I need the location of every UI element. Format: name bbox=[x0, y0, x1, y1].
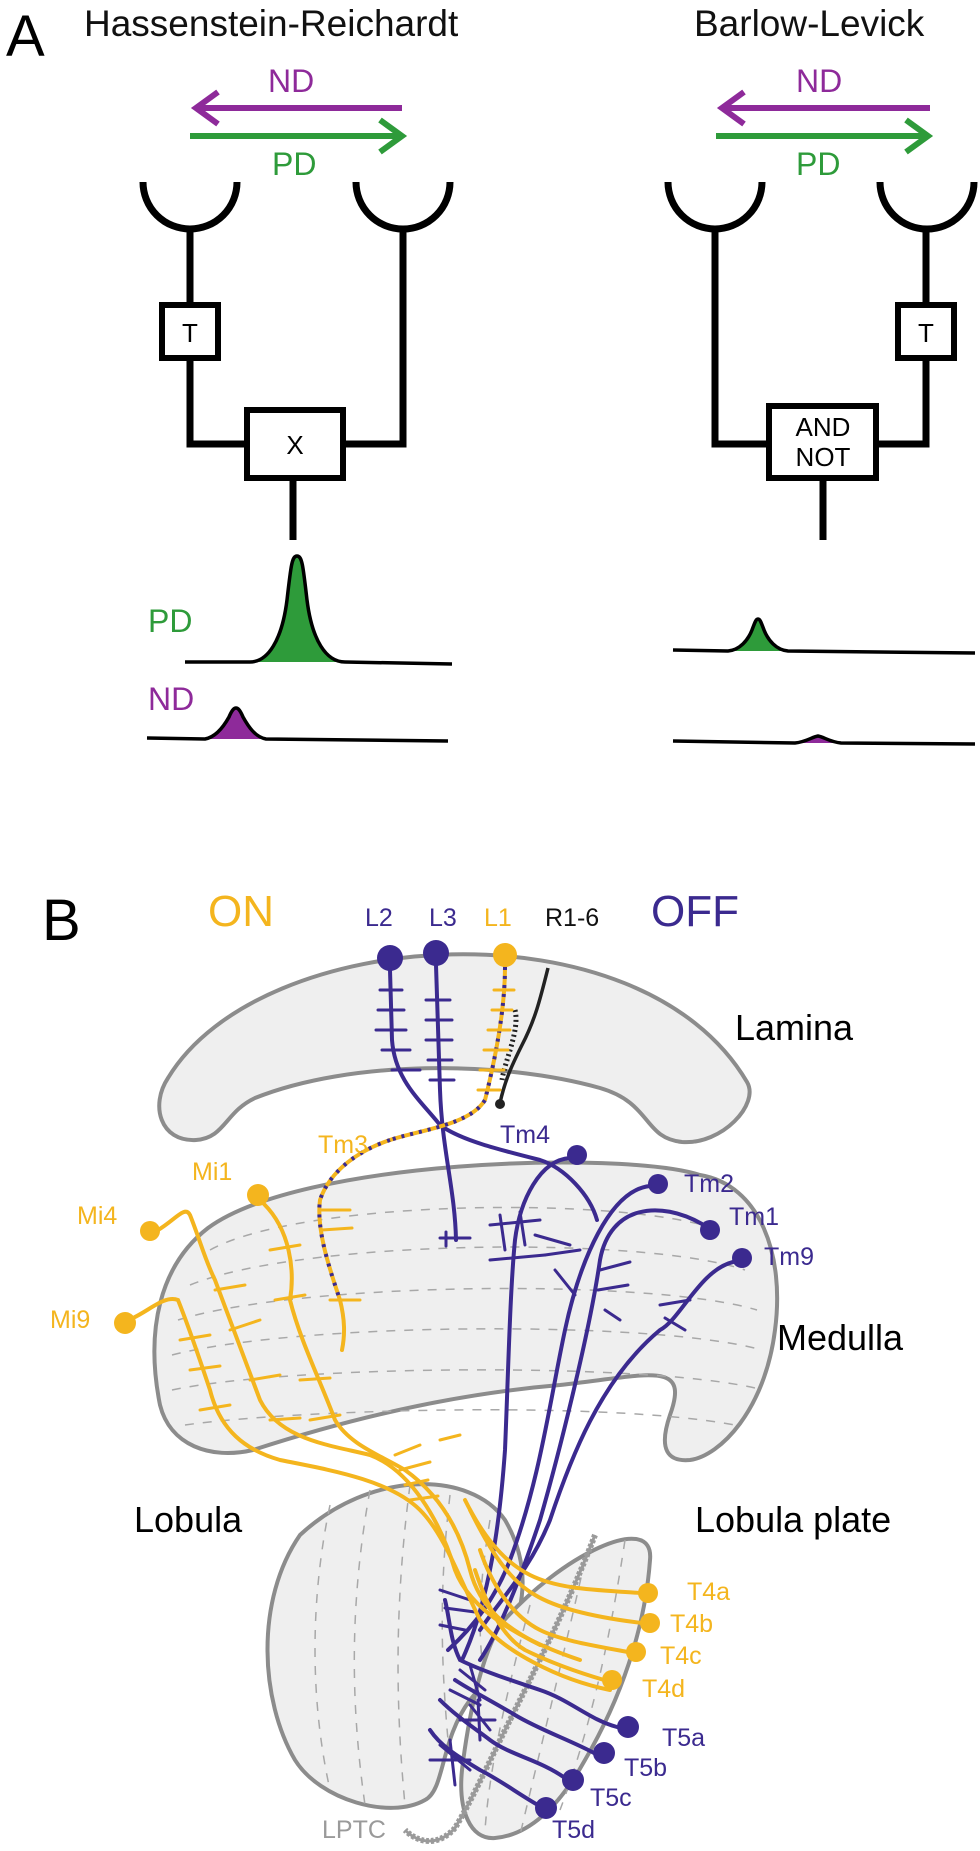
off-label: OFF bbox=[651, 887, 739, 936]
bl-right-receptor bbox=[876, 181, 978, 233]
tm9-neuron bbox=[478, 1248, 752, 1632]
hr-pd-response-trace bbox=[185, 554, 453, 666]
bl-pd-arrow bbox=[716, 117, 934, 155]
t5d-neuron bbox=[428, 1728, 557, 1819]
mi9-neuron bbox=[114, 1297, 612, 1692]
hassenstein-reichardt-model: Hassenstein-Reichardt ND PD T bbox=[84, 3, 459, 743]
panel-b: B ON OFF bbox=[42, 887, 904, 1844]
lamina-label: Lamina bbox=[735, 1007, 854, 1048]
on-neurons bbox=[114, 943, 660, 1692]
l1-neuron bbox=[388, 943, 517, 1142]
t5b-neuron bbox=[448, 1663, 615, 1764]
bl-pd-response-peak bbox=[728, 619, 788, 651]
bl-right-wire bbox=[876, 229, 930, 448]
l3-neuron bbox=[423, 940, 472, 1248]
bl-pd-response-trace bbox=[672, 617, 976, 655]
hr-nd-response-trace bbox=[146, 706, 449, 743]
tm2-label: Tm2 bbox=[684, 1170, 734, 1198]
on-label: ON bbox=[208, 887, 274, 936]
bl-left-receptor bbox=[664, 181, 766, 233]
bl-nd-response-trace bbox=[672, 734, 976, 746]
bl-operator-line2: NOT bbox=[796, 442, 851, 472]
t5b-label: T5b bbox=[624, 1754, 667, 1782]
mi9-label: Mi9 bbox=[50, 1306, 90, 1334]
l1-label: L1 bbox=[484, 904, 512, 932]
bl-pd-label: PD bbox=[796, 146, 840, 182]
t5c-label: T5c bbox=[590, 1784, 632, 1812]
hr-pd-response-label: PD bbox=[148, 603, 192, 639]
bl-nd-label: ND bbox=[796, 63, 842, 99]
t4c-neuron bbox=[478, 1548, 646, 1662]
mi1-label: Mi1 bbox=[192, 1158, 232, 1186]
tm3-neuron bbox=[317, 1138, 392, 1352]
hr-delay-label: T bbox=[182, 318, 198, 348]
bl-delay-box bbox=[895, 302, 957, 361]
tm1-label: Tm1 bbox=[729, 1203, 779, 1231]
lobula-plate-label: Lobula plate bbox=[695, 1499, 891, 1540]
t4b-label: T4b bbox=[670, 1610, 713, 1638]
l3-label: L3 bbox=[429, 904, 457, 932]
t5d-label: T5d bbox=[552, 1816, 595, 1844]
bl-operator-line1: AND bbox=[796, 412, 851, 442]
panel-a: A Hassenstein-Reichardt ND PD bbox=[6, 3, 978, 746]
off-neurons bbox=[374, 940, 752, 1819]
bl-left-wire bbox=[711, 229, 769, 448]
hr-pd-arrow bbox=[190, 117, 408, 155]
panel-a-letter: A bbox=[6, 4, 45, 69]
tm4-neuron bbox=[460, 1145, 587, 1662]
mi1-neuron bbox=[247, 1184, 542, 1647]
lptc-label: LPTC bbox=[322, 1816, 386, 1844]
panel-b-letter: B bbox=[42, 888, 81, 953]
bl-and-not-box bbox=[766, 403, 879, 481]
medulla bbox=[152, 1160, 780, 1463]
hr-multiplier-label: X bbox=[286, 430, 303, 460]
t5a-neuron bbox=[438, 1588, 639, 1738]
lobula-label: Lobula bbox=[134, 1499, 243, 1540]
hr-left-receptor bbox=[139, 181, 241, 233]
t4d-neuron bbox=[473, 1568, 622, 1690]
tm9-label: Tm9 bbox=[764, 1243, 814, 1271]
tm3-label: Tm3 bbox=[318, 1131, 368, 1159]
bl-title: Barlow-Levick bbox=[694, 3, 925, 44]
hr-nd-arrow bbox=[190, 89, 402, 127]
hr-right-wire bbox=[343, 229, 407, 448]
hr-multiplier-box bbox=[244, 407, 346, 481]
hr-nd-response-label: ND bbox=[148, 681, 194, 717]
hr-pd-response-peak bbox=[250, 556, 345, 662]
barlow-levick-model: Barlow-Levick ND PD T AND NOT bbox=[664, 3, 978, 746]
l2-neuron bbox=[374, 945, 599, 1222]
mi4-label: Mi4 bbox=[77, 1202, 117, 1230]
hr-delay-box bbox=[159, 302, 221, 361]
medulla-label: Medulla bbox=[777, 1317, 904, 1358]
hr-pd-label: PD bbox=[272, 146, 316, 182]
hr-left-wire bbox=[186, 229, 247, 448]
t4b-neuron bbox=[468, 1508, 660, 1633]
lamina bbox=[157, 952, 752, 1145]
t4c-label: T4c bbox=[660, 1642, 702, 1670]
tm4-label: Tm4 bbox=[500, 1121, 550, 1149]
hr-title: Hassenstein-Reichardt bbox=[84, 3, 459, 44]
r1-6-label: R1-6 bbox=[545, 904, 599, 932]
t4d-label: T4d bbox=[642, 1675, 685, 1703]
t4a-label: T4a bbox=[687, 1578, 730, 1606]
t4-dendrites bbox=[393, 1433, 462, 1502]
t5c-neuron bbox=[438, 1698, 584, 1791]
hr-nd-label: ND bbox=[268, 63, 314, 99]
hr-right-receptor bbox=[352, 181, 454, 233]
bl-delay-label: T bbox=[918, 318, 934, 348]
bl-nd-arrow bbox=[716, 89, 930, 127]
t5a-label: T5a bbox=[662, 1724, 705, 1752]
r1-6-neuron bbox=[495, 967, 550, 1109]
l2-label: L2 bbox=[365, 904, 393, 932]
tm1-neuron bbox=[478, 1208, 720, 1662]
